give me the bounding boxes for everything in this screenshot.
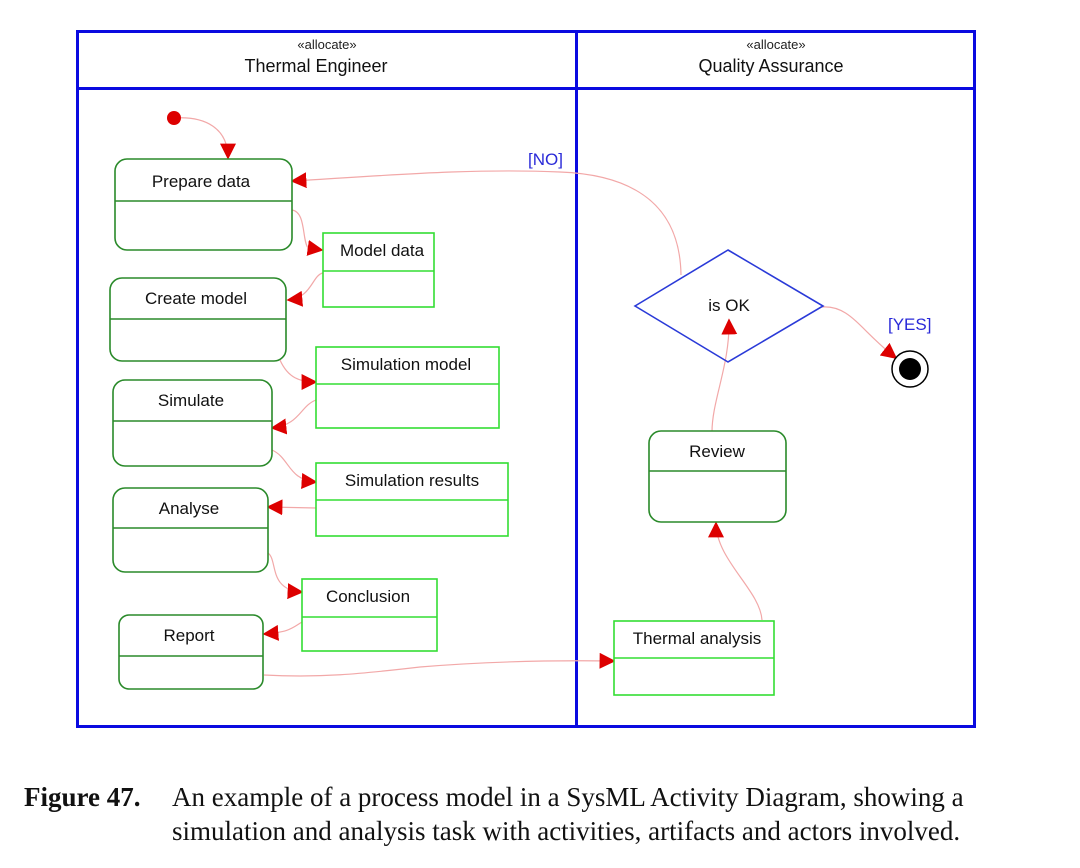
decision-is-ok[interactable]: is OK	[633, 249, 825, 363]
swimlane-title: Thermal Engineer	[244, 56, 387, 76]
activity-label: Review	[689, 442, 745, 461]
flow-simulation-model-to-simulate	[270, 399, 317, 435]
figure-number: Figure 47.	[24, 782, 141, 812]
flow-initial-to-prepare-data	[173, 117, 236, 160]
flow-analyse-to-conclusion	[267, 552, 304, 600]
artifact-label: Thermal analysis	[633, 629, 762, 648]
caption-line-2: simulation and analysis task with activi…	[172, 816, 961, 846]
artifact-label: Conclusion	[326, 587, 410, 606]
final-node[interactable]	[891, 350, 929, 388]
activity-report[interactable]: Report	[118, 614, 264, 690]
activity-create-model[interactable]: Create model	[109, 277, 287, 362]
swimlane-thermal-engineer: «allocate» Thermal Engineer	[244, 37, 387, 76]
caption-line-1: Figure 47. An example of a process model …	[24, 780, 1064, 814]
decision-label: is OK	[708, 296, 750, 315]
guard-no-label: [NO]	[528, 150, 563, 169]
guard-yes-label: [YES]	[888, 315, 931, 334]
artifact-simulation-model[interactable]: Simulation model	[315, 346, 500, 429]
artifact-label: Simulation results	[345, 471, 479, 490]
artifact-model-data[interactable]: Model data	[322, 232, 435, 308]
swimlane-frame	[76, 30, 976, 728]
swimlane-title: Quality Assurance	[698, 56, 843, 76]
swimlane-stereotype: «allocate»	[297, 37, 356, 52]
activity-simulate[interactable]: Simulate	[112, 379, 273, 467]
swimlane-stereotype: «allocate»	[746, 37, 805, 52]
activity-label: Prepare data	[152, 172, 251, 191]
flow-model-data-to-create-model	[286, 272, 324, 307]
flow-is-ok-yes-to-final	[821, 306, 898, 359]
activity-analyse[interactable]: Analyse	[112, 487, 269, 573]
flow-is-ok-no-to-prepare-data	[290, 170, 682, 276]
control-flows	[173, 117, 898, 677]
activity-review[interactable]: Review	[648, 430, 787, 523]
swimlane-quality-assurance: «allocate» Quality Assurance	[698, 37, 843, 76]
caption-text-1: An example of a process model in a SysML…	[172, 782, 964, 812]
flow-conclusion-to-report	[262, 621, 303, 641]
flow-create-model-to-simulation-model	[279, 359, 318, 390]
artifact-simulation-results[interactable]: Simulation results	[315, 462, 509, 537]
flow-thermal-analysis-to-review	[708, 521, 763, 621]
initial-node[interactable]	[167, 111, 181, 125]
activity-prepare-data[interactable]: Prepare data	[114, 158, 293, 251]
flow-report-to-thermal-analysis	[263, 652, 616, 677]
flow-simulate-to-simulation-results	[271, 449, 318, 489]
activity-diagram: «allocate» Thermal Engineer «allocate» Q…	[76, 30, 976, 728]
artifact-label: Model data	[340, 241, 425, 260]
activity-label: Simulate	[158, 391, 224, 410]
activity-label: Create model	[145, 289, 247, 308]
flow-simulation-results-to-analyse	[266, 499, 317, 516]
artifact-thermal-analysis[interactable]: Thermal analysis	[613, 620, 775, 696]
artifact-conclusion[interactable]: Conclusion	[301, 578, 438, 652]
artifact-label: Simulation model	[341, 355, 471, 374]
figure-caption: Figure 47. An example of a process model …	[24, 780, 1064, 848]
flow-prepare-data-to-model-data	[291, 209, 324, 256]
activity-label: Report	[163, 626, 214, 645]
flow-review-to-is-ok	[711, 318, 738, 433]
activity-label: Analyse	[159, 499, 219, 518]
